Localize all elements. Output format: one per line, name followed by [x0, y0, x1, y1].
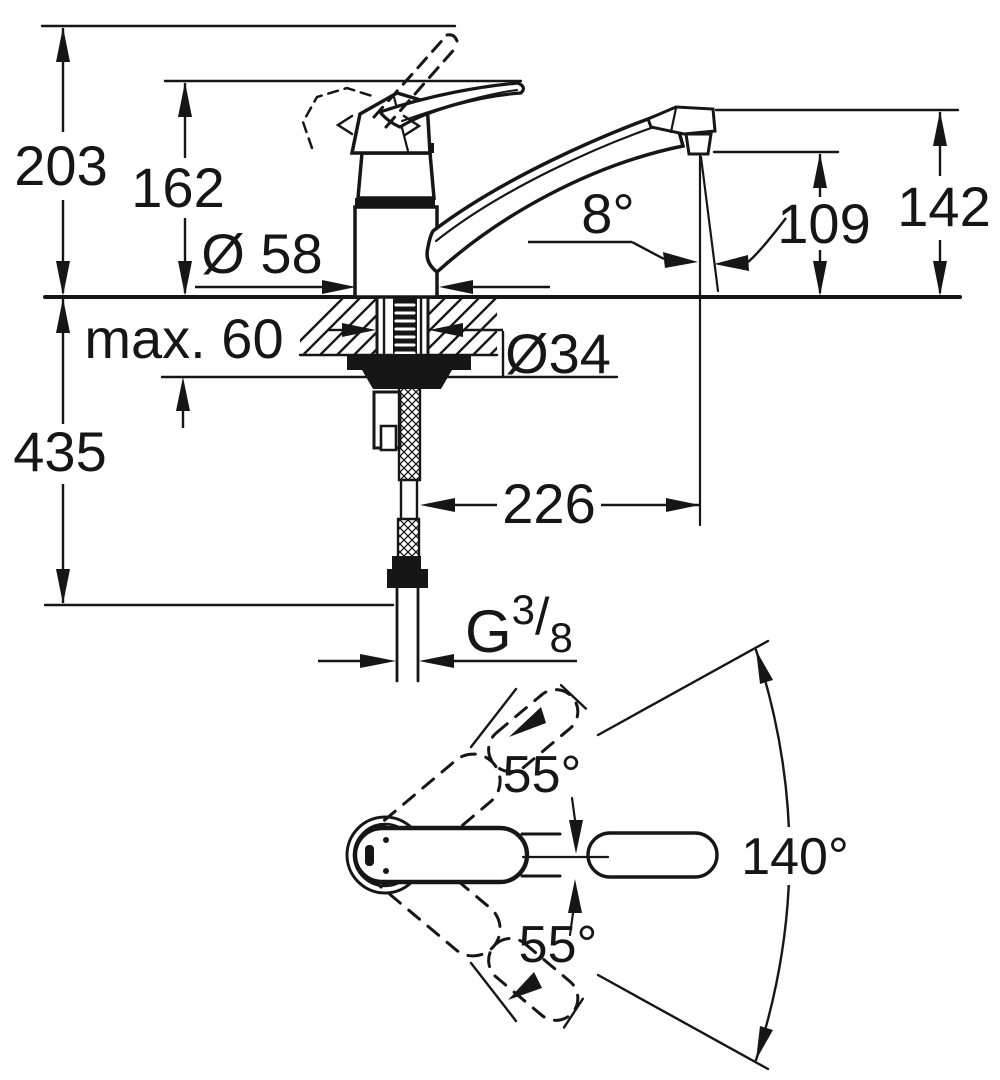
- dim-109-label: 109: [777, 192, 870, 255]
- dimension-8deg: 8°: [528, 182, 698, 268]
- mounting-nut: [362, 370, 452, 389]
- lever-plan-tip: [588, 833, 717, 877]
- dim-8deg-label: 8°: [581, 182, 635, 245]
- top-view: 55° 140° 55°: [345, 641, 864, 1069]
- dim-203-label: 203: [14, 134, 107, 197]
- braided-section-upper: [399, 386, 420, 480]
- swivel-arc-arrow-top: [756, 650, 773, 684]
- dim-thread-label: G3/8: [465, 586, 573, 665]
- dimension-max-60: max. 60: [84, 307, 284, 428]
- grip-detail-bar: [365, 845, 374, 866]
- supply-hose: [387, 386, 428, 681]
- grip-detail-dot-top: [383, 837, 389, 843]
- spout-head: [648, 107, 715, 134]
- body-upper: [358, 153, 434, 198]
- dimension-203: 203: [14, 27, 108, 296]
- body-lower: [355, 207, 437, 297]
- dimension-435: 435: [13, 298, 107, 604]
- spout-top-inner-line: [436, 121, 672, 241]
- body-ring-lower: [355, 198, 435, 207]
- mounting-shank: [347, 298, 471, 450]
- side-view: [42, 26, 960, 681]
- dim-226-label: 226: [502, 472, 595, 535]
- spout: [427, 107, 715, 272]
- stream-angle-line: [701, 157, 718, 291]
- hose-nut-large: [387, 569, 428, 588]
- angle-140-label: 140°: [741, 828, 849, 886]
- cap-raised-outline: [303, 88, 372, 148]
- lever-motion-chevrons: [338, 116, 419, 135]
- dimensions: 203 162 Ø 58 max. 60 435: [13, 27, 991, 668]
- chevron-left-icon: [338, 116, 352, 134]
- lower-55-arrow: [508, 972, 542, 1000]
- upper-55-arrow: [509, 707, 546, 737]
- swivel-ray-lower: [598, 975, 768, 1069]
- aerator: [686, 134, 711, 154]
- dimension-226: 226: [420, 472, 700, 535]
- angle-55-lower-label: 55°: [519, 916, 598, 974]
- lever-plan-grip: [355, 828, 527, 882]
- faucet-body: [355, 143, 437, 297]
- mounting-flange: [347, 354, 471, 370]
- dimension-142: 142: [897, 111, 991, 296]
- dim-58-label: Ø 58: [201, 222, 322, 285]
- dimension-162: 162: [131, 82, 225, 296]
- spout-head-seam: [671, 108, 676, 132]
- lower-55-line: [471, 963, 516, 1021]
- dimension-base-diameter: Ø 58: [195, 222, 550, 294]
- swivel-ray-upper: [598, 641, 768, 735]
- dim-162-label: 162: [131, 156, 224, 219]
- fixing-block-lower: [381, 426, 396, 450]
- lever-plan-solid: [355, 828, 717, 882]
- lever-raised-dashed: [303, 35, 458, 148]
- swing-angle-lines: [471, 641, 768, 1069]
- centerline-arrows: [568, 798, 583, 935]
- dim-142-label: 142: [897, 175, 990, 238]
- dimension-shank-diameter: Ø34: [328, 322, 611, 385]
- dim-34-label: Ø34: [505, 322, 611, 385]
- chevron-right-icon: [404, 116, 419, 135]
- extension-lines: [42, 26, 958, 605]
- label-backdrop-140: [727, 827, 864, 885]
- dim-max60-label: max. 60: [84, 307, 283, 370]
- lever-blade-inner-line: [402, 90, 517, 121]
- angle-55-upper-label: 55°: [503, 746, 582, 804]
- hose-nut-small: [392, 556, 421, 569]
- dimension-109: 109: [714, 153, 871, 296]
- dim-435-label: 435: [13, 420, 106, 483]
- lever-handle: [352, 83, 523, 153]
- dimension-thread: G3/8: [318, 586, 577, 668]
- spout-tube: [427, 110, 683, 272]
- swivel-arc-arrow-bottom: [756, 1026, 773, 1060]
- grip-detail-dot-bottom: [383, 868, 389, 874]
- upper-55-line: [471, 689, 516, 747]
